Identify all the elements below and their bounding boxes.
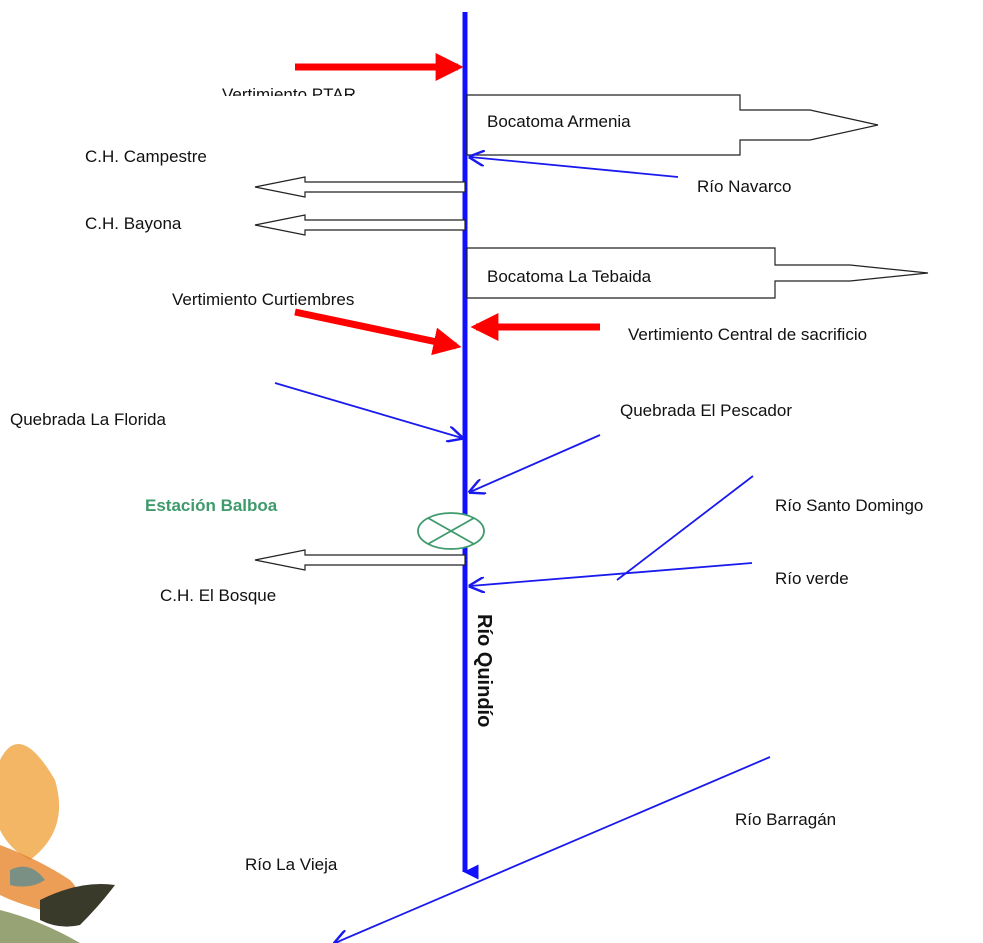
rio-santo-domingo-label: Río Santo Domingo [775,496,923,515]
ch-bayona-arrow [254,214,466,236]
rio-la-vieja-line [335,756,771,943]
quebrada-pescador-label: Quebrada El Pescador [620,401,792,420]
bocatoma-tebaida-label: Bocatoma La Tebaida [487,267,652,286]
vertimiento-central-label: Vertimiento Central de sacrificio [628,325,867,344]
rio-verde-label: Río verde [775,569,849,588]
vertimiento-curtiembres-arrow [294,308,462,356]
bocatoma-armenia-arrow [466,94,879,156]
decorative-flower-icon [0,744,115,943]
quebrada-florida-line [274,382,462,438]
rio-la-vieja-label: Río La Vieja [245,855,338,874]
ptar-label-mask [215,82,405,96]
vertimiento-curtiembres-label: Vertimiento Curtiembres [172,290,354,309]
rio-verde-line [470,562,753,586]
ch-el-bosque-arrow [254,549,466,571]
main-river-label: Río Quindío [473,614,495,727]
estacion-balboa-label: Estación Balboa [145,496,278,515]
ch-campestre-label: C.H. Campestre [85,147,207,166]
quebrada-pescador-line [470,434,601,492]
monitoring-station-icon [417,512,485,550]
rio-barragan-label: Río Barragán [735,810,836,829]
rio-navarco-label: Río Navarco [697,177,791,196]
rio-navarco-line [470,157,679,178]
bocatoma-armenia-label: Bocatoma Armenia [487,112,631,131]
ch-el-bosque-label: C.H. El Bosque [160,586,276,605]
bocatoma-tebaida-arrow [466,247,929,299]
rio-santo-domingo-line [616,475,754,581]
ch-bayona-label: C.H. Bayona [85,214,182,233]
ptar-label-mask-bottom [215,96,405,106]
ch-campestre-arrow [254,176,466,198]
navarco-label-mask [690,193,840,205]
quebrada-florida-label: Quebrada La Florida [10,410,166,429]
